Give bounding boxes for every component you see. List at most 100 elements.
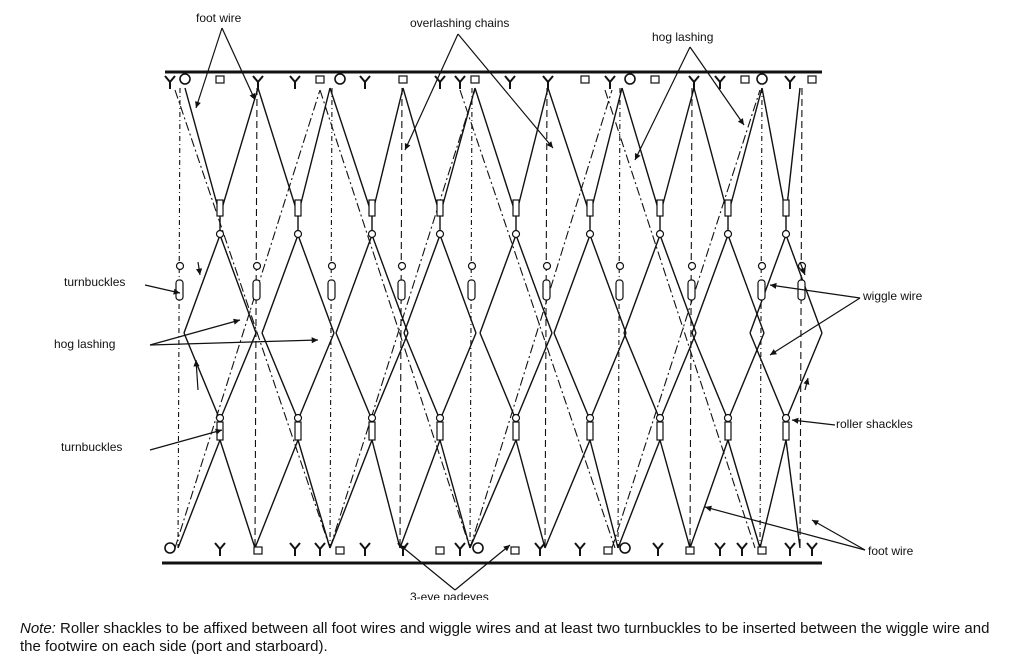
arrowhead	[311, 337, 318, 344]
wiggle-wire-segment	[261, 234, 299, 334]
wiggle-wire-segment	[785, 439, 801, 549]
padeye-y	[289, 75, 301, 89]
padeye-y	[359, 542, 371, 556]
roller-shackle	[293, 413, 303, 423]
note-prefix: Note:	[20, 620, 56, 637]
dashed-vertical-wire	[329, 87, 333, 549]
label-foot-wire-bottom: foot wire	[868, 544, 914, 558]
hog-lashing-diagonal	[469, 89, 613, 549]
wiggle-wire-segment	[589, 234, 627, 334]
padeye-y	[714, 75, 726, 89]
roller-shackle	[511, 229, 521, 239]
lashing-diagram: foot wire overlashing chains hog lashing…	[54, 11, 923, 600]
dashed-vertical-wire	[759, 87, 763, 549]
padeye-ring	[756, 73, 768, 85]
padeye-y	[542, 75, 554, 89]
wiggle-wire-segment	[329, 439, 373, 549]
arrowhead	[546, 141, 553, 148]
turnbuckle-body	[252, 279, 261, 301]
leader-line	[149, 339, 319, 346]
turnbuckle-body	[615, 279, 624, 301]
wiggle-wire-segment	[761, 87, 787, 216]
arrowhead	[193, 360, 200, 367]
padeye-y	[574, 542, 586, 556]
padeye-square	[335, 546, 345, 555]
wiggle-wire-segment	[254, 439, 299, 549]
padeye-y	[504, 75, 516, 89]
turnbuckle-body	[757, 279, 766, 301]
wiggle-wire-segment	[515, 234, 553, 334]
padeye-square	[215, 75, 225, 84]
wiggle-wire-segment	[553, 332, 591, 421]
arrowhead	[770, 282, 777, 289]
wiggle-wire-segment	[219, 332, 257, 421]
leader-line	[149, 319, 241, 346]
roller-shackle	[467, 261, 477, 271]
hog-lashing-diagonal	[174, 89, 321, 549]
dashed-vertical-wire	[617, 87, 621, 549]
roller-shackle	[435, 229, 445, 239]
turnbuckle-body	[687, 279, 696, 301]
wiggle-wire-segment	[621, 87, 661, 216]
hog-lashing-diagonal	[459, 89, 616, 549]
hog-lashing-diagonal	[319, 89, 471, 549]
wiggle-wire-segment	[219, 87, 259, 216]
wiggle-wire-segment	[749, 234, 787, 334]
leader-line	[689, 46, 745, 126]
wiggle-wire-segment	[402, 87, 441, 216]
wiggle-wire-segment	[785, 332, 823, 421]
wiggle-wire-segment	[335, 332, 373, 421]
padeye-y	[314, 542, 326, 556]
wiggle-wire-segment	[727, 332, 765, 421]
wiggle-wire-segment	[515, 439, 546, 549]
leader-line	[769, 297, 861, 356]
hog-lashing-diagonal	[329, 89, 476, 549]
hog-lashing-diagonal	[174, 89, 331, 549]
turnbuckle-body	[175, 279, 184, 301]
padeye-square	[510, 546, 520, 555]
label-padeyes: 3-eye padeyes	[410, 590, 489, 600]
wiggle-wire-segment	[589, 439, 619, 549]
padeye-square	[398, 75, 408, 84]
turnbuckle-body	[586, 199, 594, 217]
padeye-y	[359, 75, 371, 89]
wiggle-wire-segment	[617, 439, 661, 549]
turnbuckle-body	[467, 279, 476, 301]
wiggle-wire-segment	[727, 87, 763, 216]
wiggle-wire-segment	[479, 332, 517, 421]
arrowhead	[812, 520, 819, 526]
padeye-y	[736, 542, 748, 556]
leader-line	[221, 27, 256, 101]
padeye-ring	[164, 542, 176, 554]
dashed-vertical-wire	[177, 87, 181, 549]
label-hog-lashing-left: hog lashing	[54, 337, 115, 351]
turnbuckle-body	[368, 421, 376, 441]
arrowhead	[404, 143, 411, 150]
roller-shackle	[511, 413, 521, 423]
leader-line	[454, 544, 511, 591]
wiggle-wire-segment	[544, 439, 591, 549]
padeye-ring	[334, 73, 346, 85]
leader-lines	[144, 27, 866, 591]
arrowhead	[215, 428, 222, 435]
wiggle-wire-segment	[547, 87, 591, 216]
leader-line	[149, 429, 223, 451]
wiggle-wire-segment	[749, 332, 787, 421]
wiggle-wire-segment	[371, 332, 409, 421]
wiggle-wire-segment	[329, 87, 373, 216]
wiggle-wire-segment	[219, 234, 257, 334]
padeye-y	[454, 542, 466, 556]
wiggle-wire-segment	[439, 439, 471, 549]
turnbuckle-body	[724, 421, 732, 441]
padeye-square	[757, 546, 767, 555]
turnbuckle-body	[782, 199, 790, 217]
dashed-vertical-wire	[399, 87, 403, 549]
padeye-y	[252, 75, 264, 89]
wiggle-wire-segment	[727, 234, 765, 334]
wiggle-wire-segment	[439, 234, 477, 334]
roller-shackle	[293, 229, 303, 239]
wiggle-wire-segment	[403, 332, 441, 421]
roller-shackle	[655, 413, 665, 423]
roller-shackle	[397, 261, 407, 271]
wiggle-wire-segment	[479, 234, 517, 334]
